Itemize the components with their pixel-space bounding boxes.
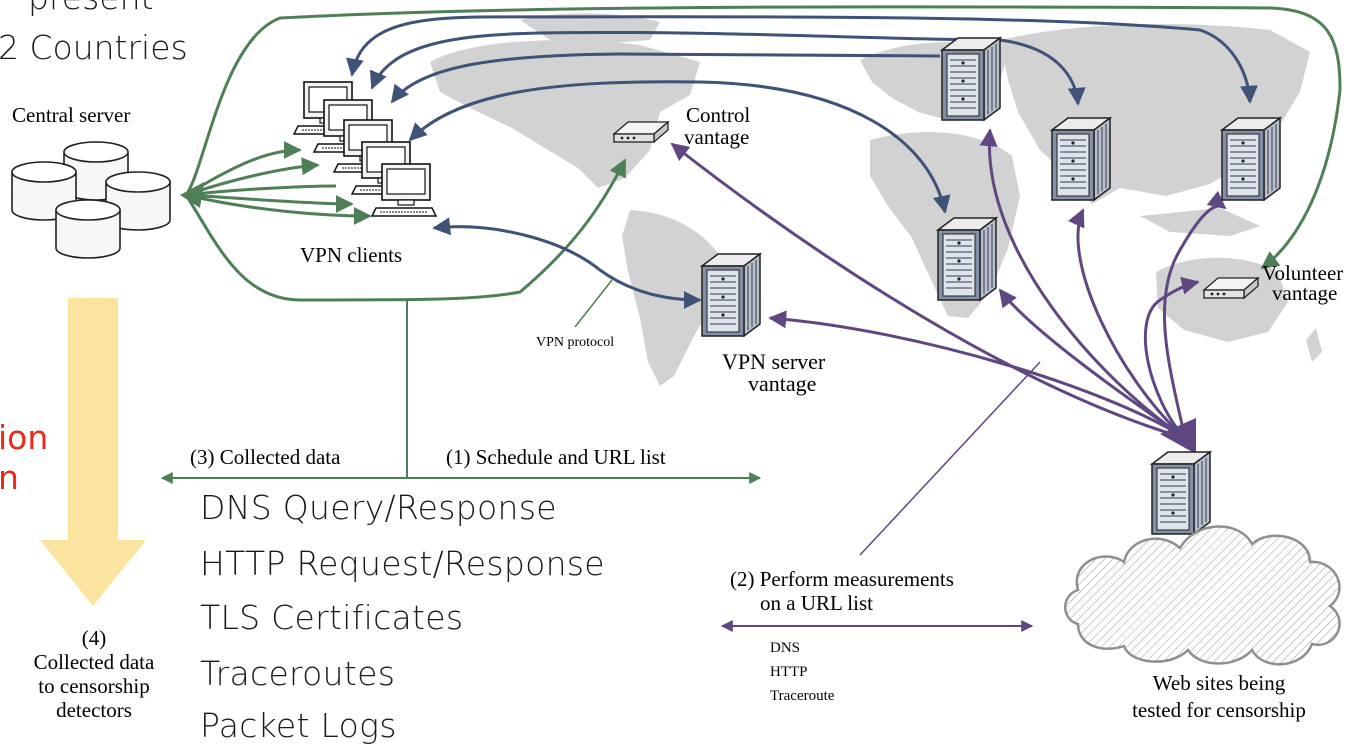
- header-line-2: 2 Countries: [0, 28, 188, 67]
- measurement-type-dns: DNS: [770, 640, 801, 656]
- control-vantage-label-2: vantage: [684, 125, 750, 149]
- server-africa-icon: [937, 217, 997, 301]
- header-line-1: present: [28, 0, 153, 16]
- step4-line-1: Collected data: [33, 650, 155, 675]
- volunteer-vantage-label-2: vantage: [1272, 281, 1338, 305]
- purple-paths: [670, 128, 1227, 440]
- data-type-traceroutes: Traceroutes: [200, 654, 396, 693]
- step4-line-2: to censorship: [38, 674, 150, 699]
- web-sites-line-2: tested for censorship: [1132, 698, 1306, 723]
- data-type-http: HTTP Request/Response: [200, 544, 605, 583]
- navy-paths: [345, 15, 1258, 309]
- map-new-zealand: [1306, 328, 1322, 362]
- red-text-line-1: ion: [0, 418, 49, 457]
- collected-data-arrow: [40, 298, 146, 606]
- server-east-asia-icon: [1221, 117, 1281, 201]
- vpn-server-vantage-label-1: VPN server: [722, 349, 826, 374]
- volunteer-vantage-label-1: Volunteer: [1262, 261, 1344, 285]
- step4-number: (4): [81, 626, 107, 650]
- data-type-tls: TLS Certificates: [200, 598, 464, 637]
- map-greenland: [520, 13, 660, 44]
- vpn-protocol-leader: [574, 279, 613, 328]
- central-arrowhead: [180, 182, 204, 208]
- cloud: [1064, 525, 1341, 666]
- central-server-icon: [11, 141, 171, 259]
- vpn-server-icon: [701, 253, 761, 337]
- measurement-type-http: HTTP: [770, 664, 808, 680]
- step4-label: (4) Collected data to censorship detecto…: [8, 626, 180, 723]
- server-asia-icon: [1051, 117, 1111, 201]
- schedule-url-list-label: (1) Schedule and URL list: [446, 445, 666, 469]
- data-type-packet-logs: Packet Logs: [200, 706, 397, 745]
- step4-line-3: detectors: [56, 698, 132, 723]
- collected-data-label: (3) Collected data: [190, 445, 341, 469]
- measurements-leader: [859, 361, 1041, 556]
- world-map: [430, 13, 1322, 386]
- vpn-clients-icon: [293, 81, 437, 217]
- vpn-server-vantage-label-2: vantage: [748, 371, 817, 396]
- web-sites-icon: [1064, 451, 1341, 666]
- control-vantage-label-1: Control: [686, 103, 751, 127]
- central-server-label: Central server: [12, 103, 131, 127]
- perform-measurements-label-1: (2) Perform measurements: [730, 567, 954, 591]
- web-sites-arrowhead: [1160, 418, 1196, 454]
- server-europe-icon: [941, 37, 1001, 121]
- perform-measurements-label-2: on a URL list: [760, 591, 873, 615]
- vpn-clients-label: VPN clients: [300, 243, 403, 267]
- web-sites-line-1: Web sites being: [1152, 671, 1286, 695]
- vpn-protocol-label: VPN protocol: [536, 335, 615, 350]
- map-north-america: [430, 40, 700, 188]
- red-text-line-2: n: [0, 458, 19, 497]
- measurement-type-traceroute: Traceroute: [770, 688, 835, 704]
- web-sites-label: Web sites being tested for censorship: [1096, 670, 1342, 725]
- data-type-dns: DNS Query/Response: [200, 488, 557, 527]
